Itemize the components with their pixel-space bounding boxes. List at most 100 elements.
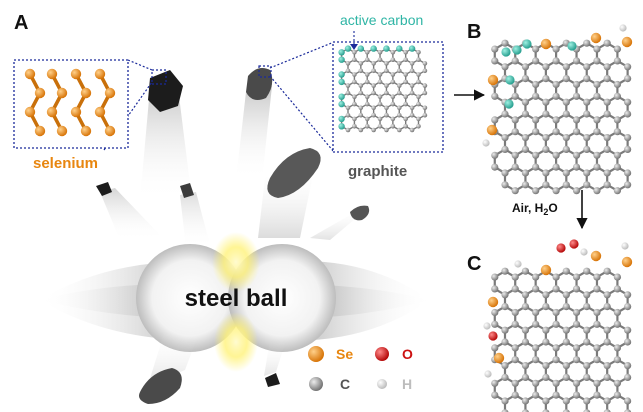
carbon-atom — [416, 57, 421, 62]
carbon-atom — [345, 68, 351, 74]
carbon-atom — [603, 397, 611, 405]
carbon-atom — [352, 57, 357, 62]
carbon-atom — [562, 303, 570, 311]
carbon-atom — [409, 105, 415, 111]
carbon-atom — [345, 105, 351, 111]
selenium-atom — [540, 38, 552, 50]
carbon-atom — [624, 75, 632, 83]
carbon-atom — [371, 90, 376, 96]
carbon-atom — [532, 92, 540, 100]
carbon-atom — [583, 267, 591, 275]
carbon-atom — [583, 145, 591, 153]
carbon-atom — [613, 273, 622, 281]
carbon-atom — [352, 124, 357, 129]
carbon-atom — [364, 50, 370, 55]
carbon-atom — [613, 320, 622, 328]
carbon-atom — [593, 187, 601, 195]
carbon-atom — [613, 356, 622, 364]
se-atom — [94, 106, 106, 118]
carbon-atom — [572, 285, 581, 293]
carbon-atom — [624, 181, 632, 189]
carbon-atom — [403, 101, 408, 107]
carbon-atom — [613, 57, 622, 65]
active-carbon-atom — [504, 99, 514, 109]
carbon-atom — [603, 110, 611, 118]
legend-o-label: O — [402, 346, 413, 362]
carbon-atom — [603, 134, 611, 142]
carbon-atom — [384, 61, 389, 66]
carbon-atom — [583, 409, 591, 412]
active-carbon-atom — [338, 93, 345, 100]
carbon-atom — [593, 285, 601, 293]
hydrogen-atom — [482, 139, 490, 147]
carbon-atom — [511, 116, 519, 124]
carbon-atom — [521, 326, 530, 334]
carbon-atom — [552, 356, 560, 364]
particle-graphite-top — [236, 68, 273, 180]
carbon-atom — [624, 169, 632, 177]
carbon-atom — [491, 92, 499, 100]
carbon-atom — [511, 308, 519, 317]
carbon-atom — [491, 163, 499, 171]
carbon-atom — [624, 338, 632, 346]
carbon-atom — [593, 356, 601, 364]
carbon-atom — [532, 344, 540, 352]
carbon-atom — [603, 338, 611, 346]
carbon-atom — [552, 57, 560, 65]
active-carbon-atom — [512, 45, 522, 55]
carbon-atom — [572, 151, 581, 159]
carbon-atom — [352, 50, 357, 55]
carbon-atom — [532, 391, 540, 399]
carbon-atom — [583, 169, 591, 177]
carbon-atom — [613, 344, 622, 352]
carbon-atom — [511, 128, 519, 136]
carbon-atom — [593, 163, 601, 171]
carbon-atom — [593, 80, 601, 89]
carbon-atom — [624, 397, 632, 405]
carbon-atom — [352, 72, 357, 77]
se-atom — [80, 87, 92, 99]
carbon-atom — [542, 110, 550, 118]
carbon-atom — [572, 273, 581, 281]
carbon-atom — [501, 110, 509, 118]
carbon-atom — [364, 72, 370, 77]
carbon-atom — [409, 112, 415, 118]
carbon-atom — [364, 101, 370, 107]
particle-bottom-right — [264, 340, 286, 387]
particle-small-left — [96, 182, 160, 240]
se-atom — [70, 106, 82, 118]
edge-selenated-graphene — [482, 24, 633, 195]
carbon-atom — [396, 68, 402, 74]
carbon-atom — [542, 409, 550, 412]
carbon-atom — [390, 50, 396, 55]
steel-ball-label: steel ball — [185, 285, 288, 312]
carbon-atom — [613, 116, 622, 124]
carbon-atom — [593, 116, 601, 124]
carbon-atom — [416, 101, 421, 107]
selenium-atom — [590, 32, 602, 44]
carbon-atom — [521, 110, 530, 118]
carbon-atom — [572, 308, 581, 317]
se-atom — [94, 68, 106, 80]
carbon-atom — [371, 83, 376, 88]
carbon-atom — [511, 344, 519, 352]
carbon-atom — [364, 94, 370, 99]
carbon-atom — [491, 379, 499, 387]
carbon-atom — [532, 45, 540, 53]
carbon-atom — [364, 116, 370, 122]
panel-b-label: B — [467, 21, 481, 43]
carbon-atom — [583, 303, 591, 311]
carbon-atom — [613, 163, 622, 171]
carbon-atom — [491, 391, 499, 399]
spark-top — [212, 232, 260, 292]
carbon-atom — [511, 92, 519, 100]
carbon-atom — [501, 303, 509, 311]
carbon-atom — [521, 134, 530, 142]
hydrogen-atom — [484, 370, 492, 378]
carbon-atom — [624, 63, 632, 71]
carbon-atom — [409, 127, 415, 133]
hydrogen-atom — [483, 322, 491, 330]
zoom-source-selenium — [151, 69, 167, 85]
carbon-atom — [521, 145, 530, 153]
active-carbon-atom — [338, 123, 345, 130]
